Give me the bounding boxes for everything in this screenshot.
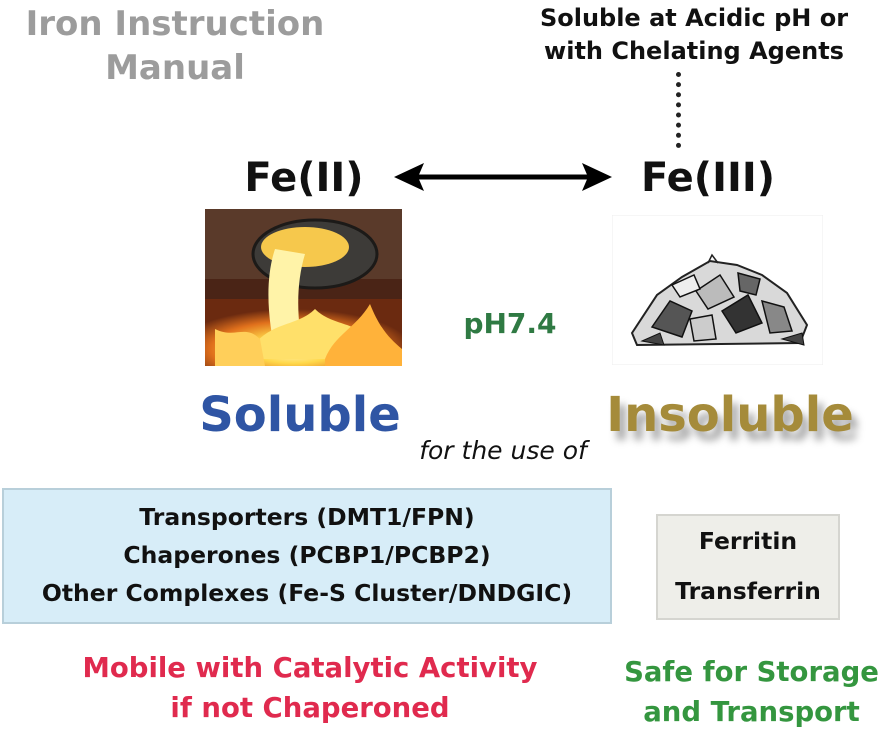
page-title: Iron Instruction Manual xyxy=(10,2,340,90)
fe2-label: Fe(II) xyxy=(244,155,364,201)
ph-label: pH7.4 xyxy=(463,307,557,340)
acid-note-line-1: Soluble at Acidic pH or xyxy=(539,4,849,32)
soluble-note: Mobile with Catalytic Activity if not Ch… xyxy=(40,648,580,728)
soluble-use-item: Chaperones (PCBP1/PCBP2) xyxy=(123,541,491,569)
insoluble-uses-box: Ferritin Transferrin xyxy=(656,514,840,620)
soluble-use-item: Other Complexes (Fe-S Cluster/DNDGIC) xyxy=(41,579,573,607)
use-of-label: for the use of xyxy=(419,436,587,465)
insoluble-label: Insoluble xyxy=(606,387,854,443)
insoluble-note-line-2: and Transport xyxy=(643,696,860,728)
ferric-crystals-image xyxy=(612,215,823,365)
double-arrow-icon xyxy=(394,163,612,191)
soluble-note-line-1: Mobile with Catalytic Activity xyxy=(82,652,538,684)
insoluble-note: Safe for Storage and Transport xyxy=(610,652,893,732)
dotted-connector xyxy=(676,72,681,148)
title-line-2: Manual xyxy=(105,48,245,88)
title-line-1: Iron Instruction xyxy=(25,4,325,44)
soluble-uses-box: Transporters (DMT1/FPN) Chaperones (PCBP… xyxy=(2,488,612,624)
acid-note-line-2: with Chelating Agents xyxy=(544,37,844,65)
soluble-note-line-2: if not Chaperoned xyxy=(170,692,450,724)
molten-iron-image xyxy=(205,209,402,366)
soluble-label: Soluble xyxy=(199,387,401,443)
insoluble-use-item: Ferritin xyxy=(698,527,798,555)
acidic-solubility-note: Soluble at Acidic pH or with Chelating A… xyxy=(515,2,873,68)
insoluble-use-item: Transferrin xyxy=(675,577,821,605)
soluble-use-item: Transporters (DMT1/FPN) xyxy=(139,503,475,531)
fe3-label: Fe(III) xyxy=(640,155,776,201)
insoluble-note-line-1: Safe for Storage xyxy=(624,656,879,688)
